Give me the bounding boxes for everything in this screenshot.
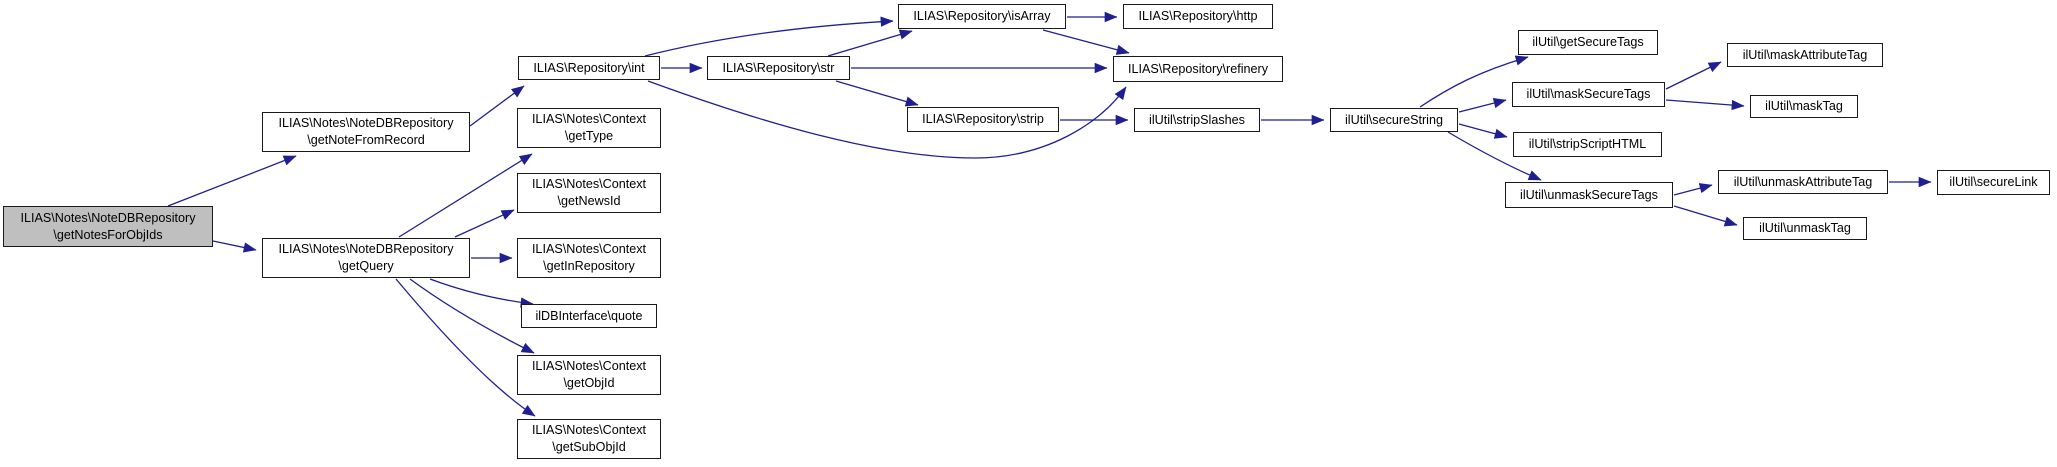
- call-edge-ilutil-masksecuretags-to-ilutil-masktag: [1665, 99, 1745, 111]
- call-edge-getnotesforobjids-to-getnotefromrecord: [167, 155, 297, 207]
- graph-node-label: ilUtil\unmaskAttributeTag: [1733, 174, 1873, 189]
- graph-node-ilutil-securelink[interactable]: ilUtil\secureLink: [1937, 170, 2050, 195]
- graph-node-ilutil-stripscripthtml[interactable]: ilUtil\stripScriptHTML: [1513, 132, 1662, 157]
- graph-node-label: ILIAS\Notes\Context: [531, 177, 647, 191]
- call-edge-getnotesforobjids-to-getquery: [212, 240, 257, 253]
- graph-node-label: ilUtil\secureLink: [1949, 175, 2038, 189]
- graph-node-getnotesforobjids[interactable]: ILIAS\Notes\NoteDBRepository \getNotesFor…: [3, 206, 213, 247]
- graph-node-getquery[interactable]: ILIAS\Notes\NoteDBRepository \getQuery: [262, 238, 470, 278]
- graph-node-repository-http[interactable]: ILIAS\Repository\http: [1123, 4, 1273, 29]
- call-edge-ilutil-unmasksecuretags-to-ilutil-unmasktag: [1673, 205, 1738, 227]
- graph-node-label: ilUtil\secureString: [1345, 112, 1443, 127]
- graph-node-label: ILIAS\Notes\NoteDBRepository: [278, 242, 454, 256]
- graph-node-repository-refinery[interactable]: ILIAS\Repository\refinery: [1113, 56, 1283, 82]
- graph-node-label: ilUtil\maskTag: [1765, 99, 1843, 113]
- call-edge-getquery-to-context-getsubobjid: [395, 278, 536, 417]
- graph-node-label: \getQuery: [338, 259, 394, 273]
- graph-node-label: ILIAS\Notes\Context: [531, 242, 647, 256]
- call-edge-repository-str-to-repository-strip: [835, 80, 919, 107]
- graph-node-ilutil-stripslashes[interactable]: ilUtil\stripSlashes: [1134, 108, 1260, 132]
- graph-node-context-getsubobjid[interactable]: ILIAS\Notes\Context \getSubObjId: [517, 419, 661, 459]
- graph-node-label: ILIAS\Notes\Context: [531, 423, 647, 437]
- graph-node-label: ilDBInterface\quote: [535, 308, 643, 323]
- graph-node-repository-isarray[interactable]: ILIAS\Repository\isArray: [898, 4, 1066, 29]
- call-edge-getquery-to-context-getobjid: [409, 278, 535, 354]
- graph-node-repository-str[interactable]: ILIAS\Repository\str: [707, 56, 850, 80]
- graph-node-label: ilUtil\stripScriptHTML: [1528, 137, 1647, 151]
- graph-node-label: ilUtil\unmaskTag: [1759, 221, 1851, 235]
- graph-node-label: ILIAS\Repository\http: [1138, 9, 1258, 23]
- graph-node-label: \getNoteFromRecord: [307, 133, 425, 147]
- graph-node-label: ILIAS\Repository\str: [722, 60, 835, 75]
- graph-node-label: \getInRepository: [543, 259, 635, 273]
- graph-node-label: \getObjId: [563, 376, 615, 390]
- graph-node-label: ILIAS\Repository\isArray: [913, 9, 1051, 23]
- graph-node-label: ilUtil\unmaskSecureTags: [1520, 187, 1658, 202]
- call-edge-ilutil-masksecuretags-to-ilutil-maskattributetag: [1665, 61, 1722, 90]
- graph-node-ilutil-masksecuretags[interactable]: ilUtil\maskSecureTags: [1512, 82, 1665, 107]
- graph-node-ilutil-unmasktag[interactable]: ilUtil\unmaskTag: [1743, 217, 1867, 240]
- graph-node-label: \getSubObjId: [552, 440, 626, 454]
- graph-node-ildbinterface-quote[interactable]: ilDBInterface\quote: [521, 304, 657, 328]
- call-edge-ilutil-securestring-to-ilutil-stripscripthtml: [1458, 123, 1508, 139]
- call-edge-getquery-to-context-getnewsid: [454, 209, 515, 238]
- graph-node-ilutil-masktag[interactable]: ilUtil\maskTag: [1750, 95, 1858, 118]
- graph-node-ilutil-unmasksecuretags[interactable]: ilUtil\unmaskSecureTags: [1505, 182, 1673, 208]
- graph-node-label: ILIAS\Repository\int: [533, 60, 645, 75]
- graph-node-ilutil-unmaskattributetag[interactable]: ilUtil\unmaskAttributeTag: [1718, 170, 1888, 194]
- graph-node-label: ILIAS\Repository\refinery: [1128, 61, 1268, 76]
- graph-node-label: ILIAS\Repository\strip: [922, 112, 1044, 126]
- graph-node-ilutil-getsecuretags[interactable]: ilUtil\getSecureTags: [1518, 30, 1658, 55]
- graph-node-context-getinrepository[interactable]: ILIAS\Notes\Context \getInRepository: [517, 238, 661, 278]
- graph-node-ilutil-maskattributetag[interactable]: ilUtil\maskAttributeTag: [1727, 43, 1883, 67]
- call-edge-repository-int-to-repository-isarray: [644, 16, 894, 57]
- graph-node-label: ILIAS\Notes\NoteDBRepository: [278, 116, 454, 130]
- graph-node-label: \getType: [564, 129, 614, 143]
- graph-node-label: \getNotesForObjIds: [53, 227, 163, 242]
- call-edge-ilutil-securestring-to-ilutil-masksecuretags: [1458, 98, 1507, 113]
- graph-node-label: ILIAS\Notes\Context: [531, 359, 647, 373]
- graph-node-label: ilUtil\maskSecureTags: [1526, 87, 1651, 101]
- graph-node-label: ILIAS\Notes\Context: [531, 112, 647, 126]
- call-edge-repository-str-to-repository-isarray: [827, 29, 913, 57]
- graph-node-repository-strip[interactable]: ILIAS\Repository\strip: [907, 107, 1059, 132]
- call-edge-getquery-to-context-gettype: [398, 153, 533, 238]
- call-edge-getquery-to-ildbinterface-quote: [429, 278, 534, 308]
- graph-node-label: ilUtil\getSecureTags: [1532, 35, 1644, 49]
- graph-node-context-getobjid[interactable]: ILIAS\Notes\Context \getObjId: [517, 355, 661, 395]
- graph-node-label: \getNewsId: [557, 194, 621, 208]
- graph-node-label: ilUtil\maskAttributeTag: [1742, 47, 1868, 62]
- call-edge-getnotefromrecord-to-repository-int: [469, 85, 525, 127]
- graph-node-context-gettype[interactable]: ILIAS\Notes\Context \getType: [517, 108, 661, 148]
- call-edge-repository-isarray-to-repository-refinery: [1042, 29, 1130, 55]
- call-edge-ilutil-unmasksecuretags-to-ilutil-unmaskattributetag: [1673, 183, 1713, 196]
- graph-node-context-getnewsid[interactable]: ILIAS\Notes\Context \getNewsId: [517, 173, 661, 213]
- graph-node-ilutil-securestring[interactable]: ilUtil\secureString: [1330, 108, 1458, 132]
- graph-node-repository-int[interactable]: ILIAS\Repository\int: [518, 56, 660, 80]
- graph-node-label: ilUtil\stripSlashes: [1149, 112, 1245, 127]
- graph-node-label: ILIAS\Notes\NoteDBRepository: [20, 210, 196, 225]
- graph-node-getnotefromrecord[interactable]: ILIAS\Notes\NoteDBRepository \getNoteFrom…: [262, 112, 470, 152]
